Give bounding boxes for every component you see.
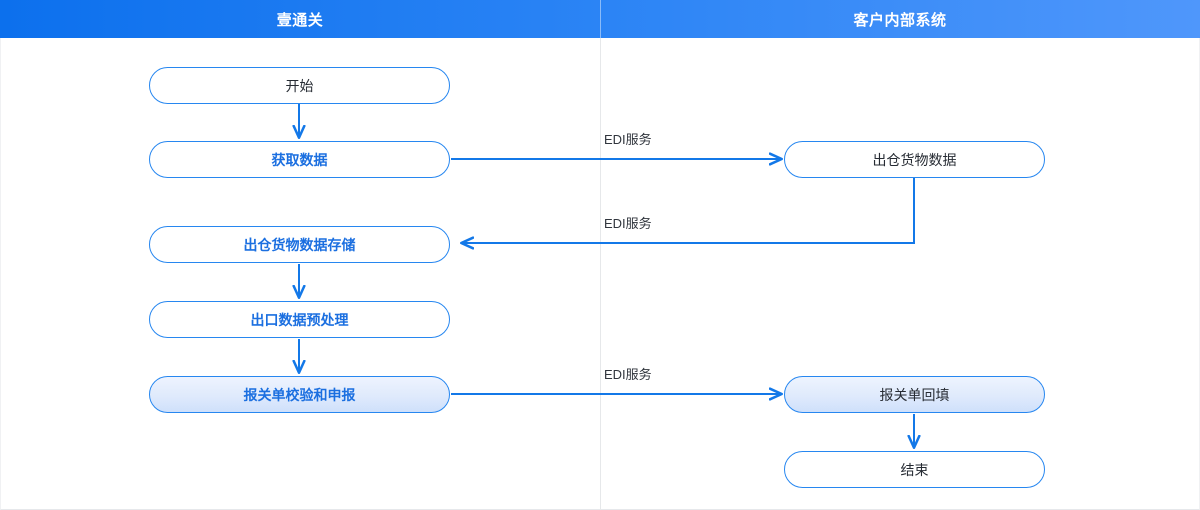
node-cargo-data-label: 出仓货物数据 <box>872 151 957 168</box>
node-store-cargo-data-label: 出仓货物数据存储 <box>243 236 356 253</box>
edge-label-declare-to-fill: EDI服务 <box>604 367 652 382</box>
swimlane-header-right: 客户内部系统 <box>600 0 1200 38</box>
node-cargo-data[interactable]: 出仓货物数据 <box>784 141 1045 178</box>
swimlane-title-right: 客户内部系统 <box>853 11 947 29</box>
node-declare-label: 报关单校验和申报 <box>243 386 356 403</box>
swimlane-header: 壹通关 客户内部系统 <box>0 0 1200 38</box>
node-preprocess[interactable]: 出口数据预处理 <box>149 301 450 338</box>
header-divider <box>600 0 601 38</box>
node-store-cargo-data[interactable]: 出仓货物数据存储 <box>149 226 450 263</box>
swimlane-divider <box>600 38 601 510</box>
node-fetch-data[interactable]: 获取数据 <box>149 141 450 178</box>
node-start[interactable]: 开始 <box>149 67 450 104</box>
edge-label-fetch-to-cargo: EDI服务 <box>604 132 652 147</box>
node-start-label: 开始 <box>285 77 314 94</box>
node-end[interactable]: 结束 <box>784 451 1045 488</box>
swimlane-header-left: 壹通关 <box>0 0 600 38</box>
node-end-label: 结束 <box>900 461 929 478</box>
node-declaration-fill[interactable]: 报关单回填 <box>784 376 1045 413</box>
node-preprocess-label: 出口数据预处理 <box>250 311 349 328</box>
node-fetch-data-label: 获取数据 <box>271 151 328 168</box>
node-declaration-fill-label: 报关单回填 <box>879 386 950 403</box>
node-declare[interactable]: 报关单校验和申报 <box>149 376 450 413</box>
edge-label-cargo-to-store: EDI服务 <box>604 216 652 231</box>
swimlane-title-left: 壹通关 <box>276 11 324 29</box>
